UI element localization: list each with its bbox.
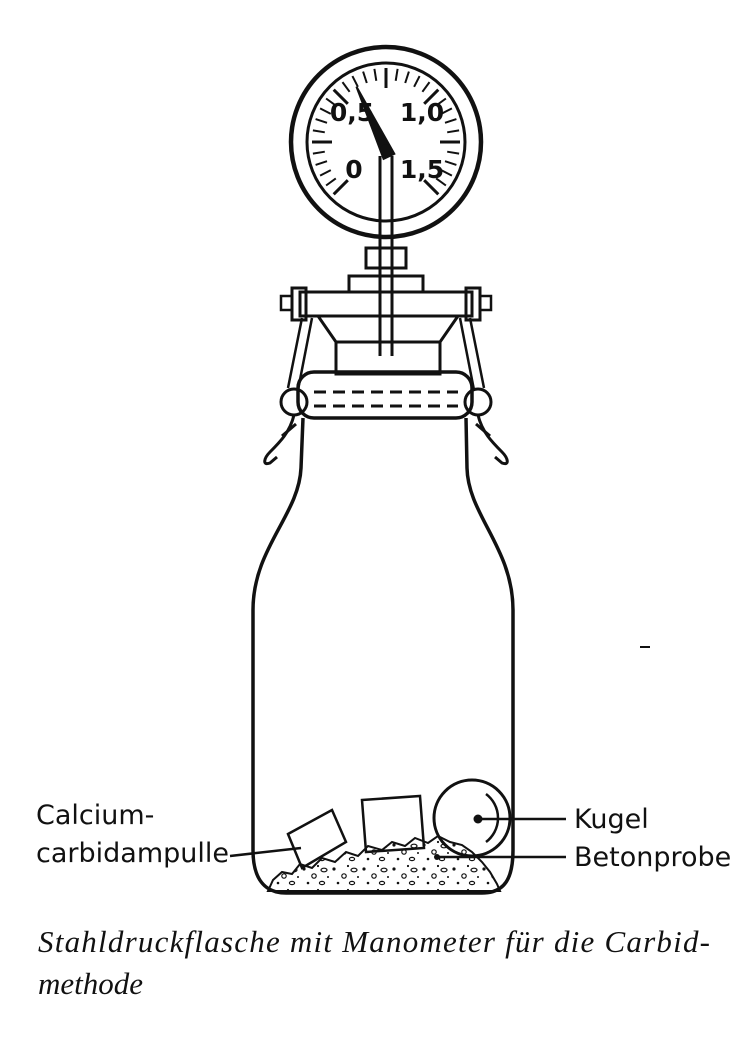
clamp-pin-left bbox=[279, 294, 294, 312]
clamp-plate bbox=[298, 290, 474, 318]
label-ball: Kugel bbox=[574, 804, 649, 835]
clamp-assembly bbox=[279, 156, 493, 376]
bail-wire-left bbox=[263, 317, 314, 466]
stem-collar bbox=[347, 274, 425, 294]
label-sample: Betonprobe bbox=[574, 842, 731, 873]
concrete-sample bbox=[266, 834, 502, 892]
stem-nut bbox=[364, 246, 408, 270]
leader-line-ampoule bbox=[229, 846, 302, 858]
bottle-contents bbox=[266, 778, 512, 892]
label-ampoule-line2: carbidampulle bbox=[36, 838, 229, 869]
gauge-label-0: 0 bbox=[345, 155, 362, 184]
bottle-lip bbox=[296, 370, 474, 420]
bottle-closure bbox=[263, 317, 509, 466]
gauge-label-1-0: 1,0 bbox=[400, 98, 444, 127]
figure-caption: Stahldruckflasche mit Manometer für die … bbox=[38, 924, 710, 1001]
bottle-outline bbox=[251, 417, 515, 895]
stopper-bevel bbox=[315, 314, 461, 344]
carbide-ampoule bbox=[286, 808, 348, 870]
caption-line2: methode bbox=[38, 966, 143, 1001]
gauge-outer-ring bbox=[288, 44, 484, 240]
caption-line1: Stahldruckflasche mit Manometer für die … bbox=[38, 924, 710, 959]
pressure-gauge: 0,5 1,0 0 1,5 bbox=[288, 44, 484, 240]
clamp-pin-right bbox=[478, 294, 493, 312]
label-ampoule-line1: Calcium- bbox=[36, 800, 154, 831]
figure-annotations: Calcium- carbidampulle Kugel Betonprobe bbox=[36, 800, 731, 873]
gauge-label-1-5: 1,5 bbox=[400, 155, 444, 184]
gauge-ticks bbox=[312, 68, 460, 196]
bail-wire-right bbox=[458, 317, 509, 466]
gauge-inner-ring bbox=[305, 61, 467, 223]
stopper-block bbox=[334, 340, 442, 376]
gauge-needle-pivot bbox=[380, 144, 392, 156]
gauge-needle bbox=[355, 86, 396, 161]
ampoule-fragment bbox=[360, 794, 426, 854]
